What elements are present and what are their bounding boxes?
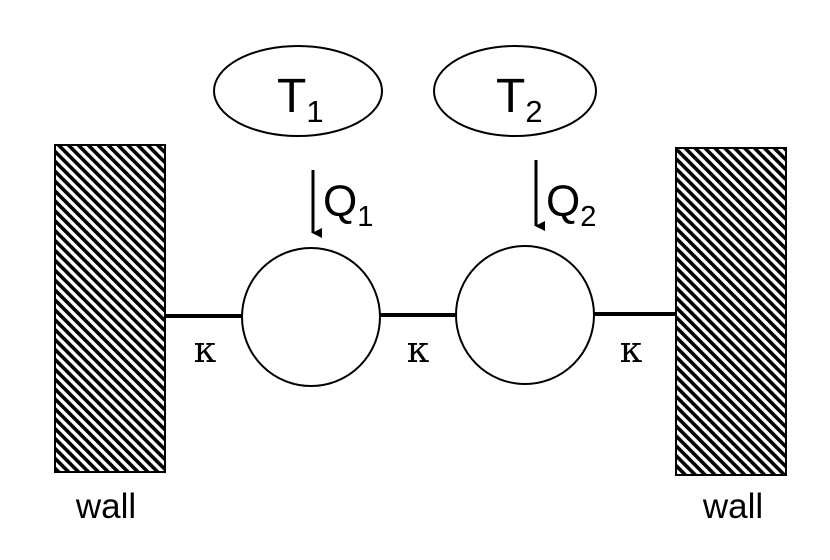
reservoir-1-label: T1 <box>277 70 324 129</box>
spring-middle-label: κ <box>407 330 430 371</box>
reservoir-1-symbol: T <box>277 70 306 123</box>
heat-flow-2-subscript: 2 <box>580 201 596 233</box>
reservoir-2-symbol: T <box>496 70 525 123</box>
reservoir-2 <box>433 45 597 137</box>
heat-flow-1-label: Q1 <box>323 177 373 233</box>
reservoir-2-label: T2 <box>496 70 543 129</box>
particle-1 <box>241 247 381 387</box>
right-wall-label: wall <box>702 487 763 526</box>
left-wall-label: wall <box>75 487 136 526</box>
heat-flow-1-symbol: Q <box>323 177 357 226</box>
right-wall <box>675 147 787 476</box>
heat-flow-2-symbol: Q <box>546 177 580 226</box>
reservoir-1 <box>213 45 383 137</box>
reservoir-1-subscript: 1 <box>306 94 323 129</box>
particle-2 <box>455 245 595 385</box>
spring-right-label: κ <box>620 330 643 371</box>
heat-flow-2-label: Q2 <box>546 177 596 233</box>
reservoir-2-subscript: 2 <box>525 94 542 129</box>
spring-left-label: κ <box>194 330 217 371</box>
heat-flow-1-subscript: 1 <box>357 201 373 233</box>
left-wall <box>54 144 166 473</box>
